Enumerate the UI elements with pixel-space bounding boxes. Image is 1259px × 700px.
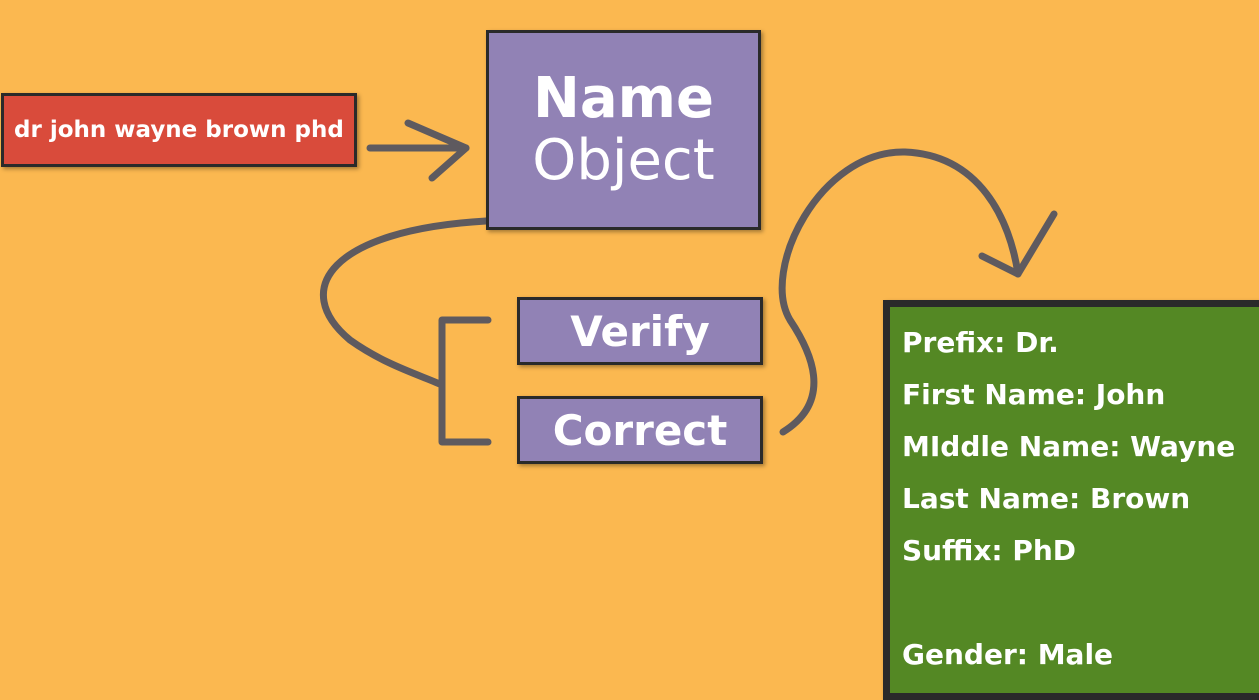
verify-label: Verify: [570, 306, 710, 356]
name-object-title-line2: Object: [532, 128, 715, 193]
input-name-box: dr john wayne brown phd: [1, 93, 357, 167]
input-name-text: dr john wayne brown phd: [14, 117, 344, 143]
correct-label: Correct: [552, 405, 728, 455]
diagram-canvas: dr john wayne brown phd Name Object Veri…: [1, 30, 1259, 700]
curve-actions-to-result: [778, 148, 1022, 436]
result-last-name: Last Name: Brown: [902, 482, 1191, 515]
name-object-title-line1: Name: [533, 66, 714, 131]
result-middle-name: MIddle Name: Wayne: [902, 430, 1236, 463]
correct-box: Correct: [517, 396, 763, 464]
result-prefix: Prefix: Dr.: [902, 326, 1059, 359]
result-spacer: [902, 581, 1259, 633]
name-object-box: Name Object: [486, 30, 761, 230]
connectors: [319, 119, 1058, 446]
result-gender: Gender: Male: [902, 638, 1114, 671]
curve-object-to-bracket: [319, 217, 490, 389]
bracket: [438, 316, 492, 446]
verify-box: Verify: [517, 297, 763, 365]
result-suffix: Suffix: PhD: [902, 534, 1077, 567]
arrow-result-head: [978, 210, 1058, 278]
arrow-input-to-object-head: [404, 119, 470, 182]
result-first-name: First Name: John: [902, 378, 1166, 411]
parsed-result-box: Prefix: Dr. First Name: John MIddle Name…: [883, 300, 1259, 700]
